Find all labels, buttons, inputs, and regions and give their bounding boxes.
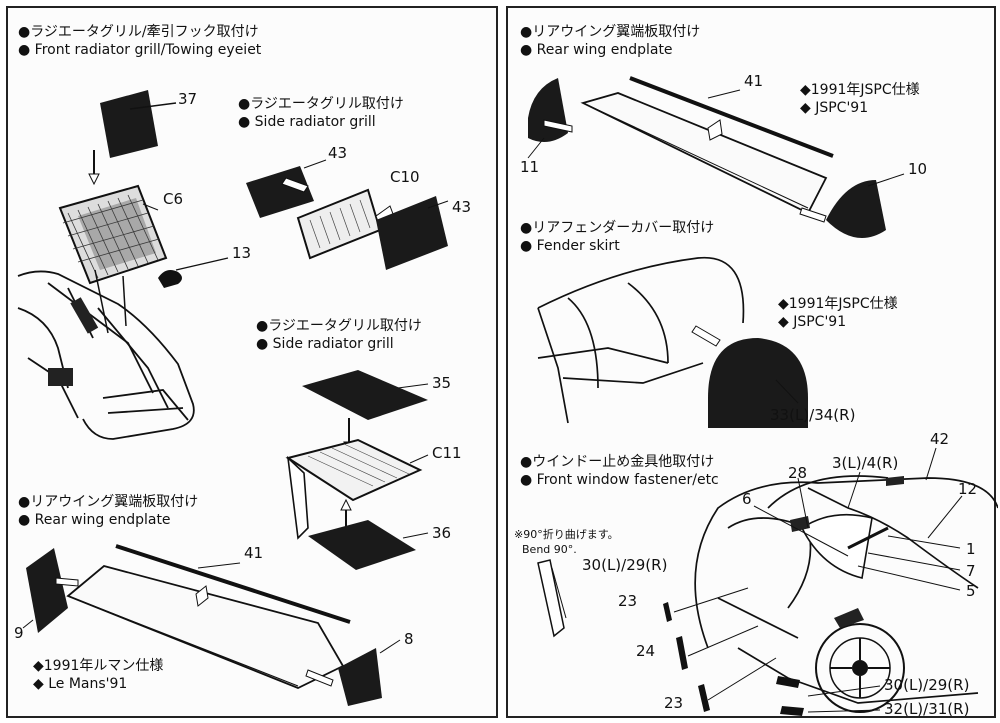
- right-section1-title-jp: ●リアウイング翼端板取付け: [520, 24, 701, 40]
- right-spec1-en: ◆ JSPC'91: [800, 100, 869, 116]
- bend-note-en: Bend 90°.: [522, 543, 577, 556]
- right-section2-title-en: ● Fender skirt: [520, 238, 620, 254]
- part-number-43a: 43: [328, 144, 348, 162]
- part-43a-plate: [246, 166, 314, 218]
- part-number-13: 13: [232, 244, 252, 262]
- part-number-10: 10: [908, 160, 928, 178]
- part-number-7: 7: [966, 562, 976, 580]
- part-number-11: 11: [520, 158, 540, 176]
- right-instruction-panel: ●リアウイング翼端板取付け ● Rear wing endplate ◆1991…: [506, 6, 998, 718]
- right-section3-title-jp: ●ウインドー止め金具他取付け: [520, 454, 715, 470]
- left-section2-title-jp: ●ラジエータグリル取付け: [238, 96, 404, 112]
- part-number-28: 28: [788, 464, 808, 482]
- part-number-5: 5: [966, 582, 976, 600]
- part-number-12: 12: [958, 480, 978, 498]
- part-number-8: 8: [404, 630, 414, 648]
- right-spec2-jp: ◆1991年JSPC仕様: [778, 296, 898, 312]
- rear-wing-body: [580, 92, 828, 215]
- part-number-30-29-bend: 30(L)/29(R): [582, 556, 668, 574]
- left-section1-title-jp: ●ラジエータグリル/牽引フック取付け: [18, 24, 259, 40]
- car-front-nose: [17, 270, 195, 440]
- left-panel-illustrations: [17, 90, 449, 706]
- left-section2-title-en: ● Side radiator grill: [238, 114, 376, 130]
- part-number-30-29: 30(L)/29(R): [884, 676, 970, 694]
- right-section3-title-en: ● Front window fastener/etc: [520, 472, 719, 488]
- left-section4-title-en: ● Rear wing endplate: [18, 512, 171, 528]
- part-43b-plate: [376, 196, 448, 270]
- left-spec-jp: ◆1991年ルマン仕様: [33, 658, 164, 674]
- part-number-24: 24: [636, 642, 656, 660]
- car-front-body: [694, 475, 998, 704]
- left-instruction-panel: ●ラジエータグリル/牽引フック取付け ● Front radiator gril…: [6, 6, 498, 718]
- part-number-41: 41: [244, 544, 264, 562]
- part-number-43b: 43: [452, 198, 472, 216]
- bend-note-jp: ※90°折り曲げます。: [514, 528, 619, 541]
- part-41-wing-strip: [629, 76, 834, 158]
- part-number-23b: 23: [664, 694, 684, 712]
- part-c6-grill: [58, 184, 168, 285]
- part-10-endplate: [826, 180, 886, 238]
- right-section1-title-en: ● Rear wing endplate: [520, 42, 673, 58]
- part-13-towing-eye: [158, 270, 182, 288]
- part-11-endplate: [528, 78, 568, 142]
- part-c11-grill: [285, 438, 423, 502]
- part-30-29-bend: [537, 559, 565, 638]
- rear-wing-body: [66, 565, 345, 689]
- left-section4-title-jp: ●リアウイング翼端板取付け: [18, 494, 199, 510]
- left-section1-title-en: ● Front radiator grill/Towing eyeiet: [18, 42, 262, 58]
- part-number-23a: 23: [618, 592, 638, 610]
- front-wheel: [815, 623, 905, 713]
- part-number-37: 37: [178, 90, 198, 108]
- left-spec-en: ◆ Le Mans'91: [33, 676, 128, 692]
- part-number-33-34: 33(L)/34(R): [770, 406, 856, 424]
- part-number-35: 35: [432, 374, 452, 392]
- part-number-c10: C10: [390, 168, 420, 186]
- left-section3-title-en: ● Side radiator grill: [256, 336, 394, 352]
- part-number-c11: C11: [432, 444, 462, 462]
- part-36-plate: [308, 520, 416, 570]
- part-number-32-31: 32(L)/31(R): [884, 700, 970, 718]
- part-33-34-fender-skirt: [708, 338, 808, 428]
- part-number-c6: C6: [163, 190, 184, 208]
- left-section3-title-jp: ●ラジエータグリル取付け: [256, 318, 422, 334]
- right-spec2-en: ◆ JSPC'91: [778, 314, 847, 330]
- right-panel-illustrations: [527, 76, 998, 716]
- car-rear-fender: [537, 256, 745, 424]
- right-spec1-jp: ◆1991年JSPC仕様: [800, 82, 920, 98]
- part-number-3-4: 3(L)/4(R): [832, 454, 899, 472]
- part-number-42: 42: [930, 430, 950, 448]
- part-number-9: 9: [14, 624, 24, 642]
- part-37-plate: [100, 90, 158, 158]
- part-number-1: 1: [966, 540, 976, 558]
- right-section2-title-jp: ●リアフェンダーカバー取付け: [520, 220, 715, 236]
- part-8-endplate: [338, 648, 382, 706]
- part-35-plate: [302, 370, 428, 420]
- part-number-36: 36: [432, 524, 452, 542]
- part-41-wing-strip: [115, 544, 351, 624]
- part-number-6: 6: [742, 490, 752, 508]
- part-9-endplate: [26, 548, 68, 633]
- part-number-41: 41: [744, 72, 764, 90]
